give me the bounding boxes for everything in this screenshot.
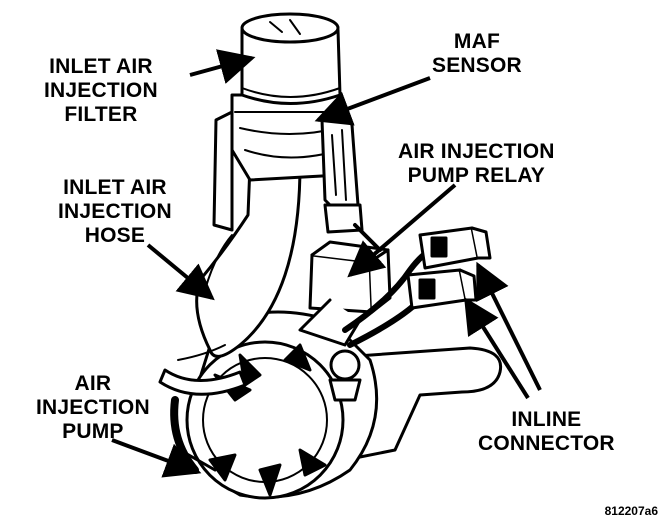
component-drawing xyxy=(158,12,503,500)
arrow-hose xyxy=(146,243,215,301)
inline-connector-lower xyxy=(406,268,468,310)
figure-id: 812207a6 xyxy=(604,504,658,518)
maf-sensor xyxy=(320,114,360,214)
label-air-injection-pump-relay: AIR INJECTION PUMP RELAY xyxy=(398,140,555,187)
arrow-pump xyxy=(111,438,202,478)
leader-arrows xyxy=(111,49,542,478)
arrow-connector-lower xyxy=(464,296,530,400)
label-inlet-air-injection-hose: INLET AIR INJECTION HOSE xyxy=(58,176,172,247)
label-air-injection-pump: AIR INJECTION PUMP xyxy=(36,372,150,443)
label-inlet-air-injection-filter: INLET AIR INJECTION FILTER xyxy=(44,55,158,126)
arrow-maf xyxy=(314,76,431,126)
arrow-relay xyxy=(347,183,457,278)
label-inline-connector: INLINE CONNECTOR xyxy=(478,408,615,455)
arrow-connector-upper xyxy=(476,261,542,391)
label-maf-sensor: MAF SENSOR xyxy=(432,30,522,77)
arrow-filter xyxy=(189,49,256,84)
inline-connector-upper xyxy=(418,226,480,270)
